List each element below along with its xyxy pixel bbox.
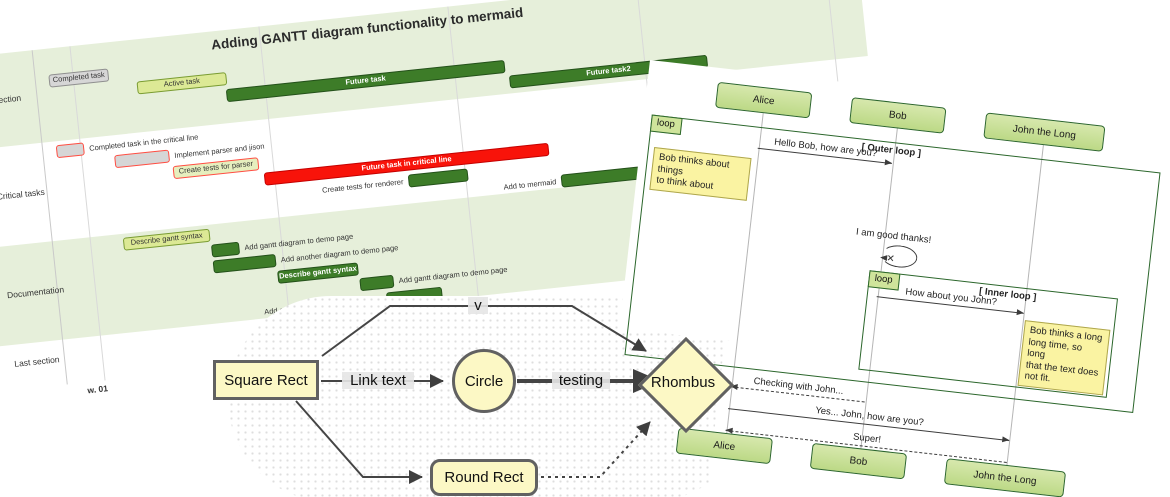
cross-marker-icon [887,254,895,262]
sequence-diagram: loop[ Outer loop ]loop[ Inner loop ]Bob … [601,60,1170,497]
arrowhead-icon [884,158,893,166]
loop-tag: loop [649,114,683,135]
arrowhead-icon [1002,435,1010,443]
gantt-axis-tick-label: w. 01 [86,383,109,396]
arrowhead-icon [1016,308,1025,316]
arrowhead-icon [730,382,738,390]
